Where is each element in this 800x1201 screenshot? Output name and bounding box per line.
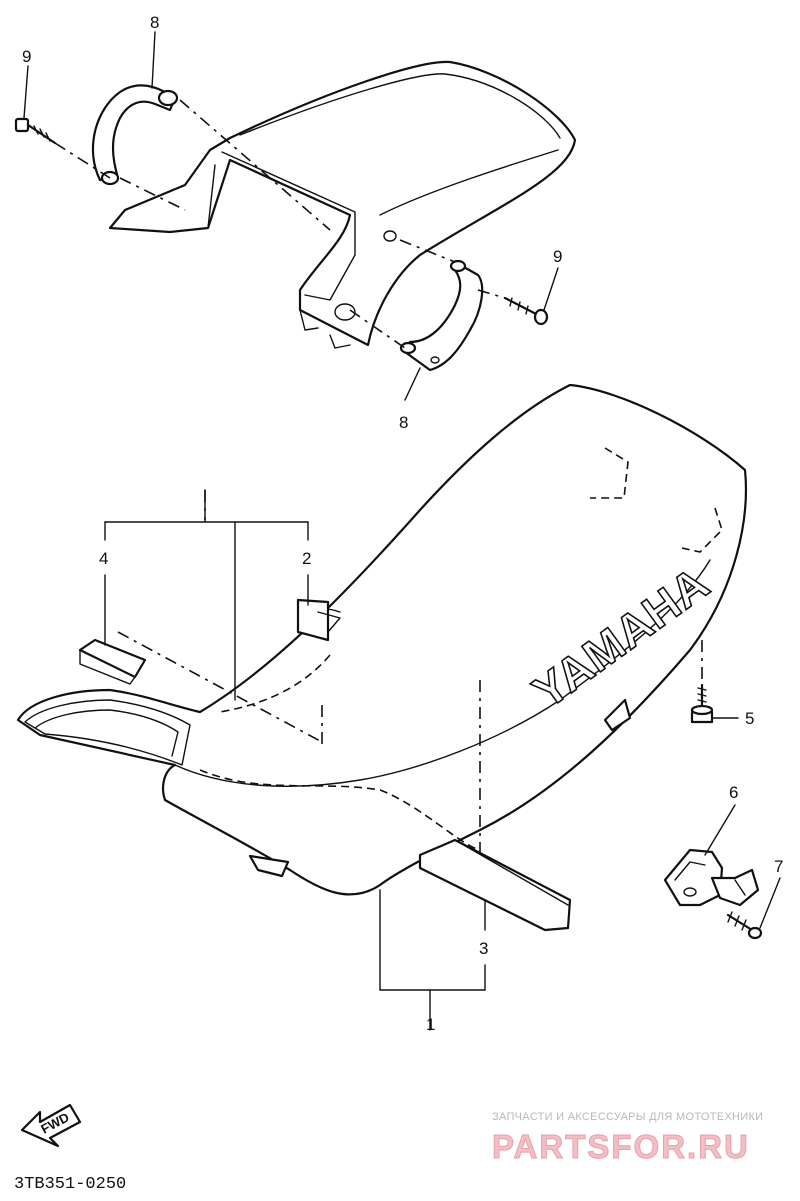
callout-7: 7 — [774, 857, 783, 876]
rear-cowl — [108, 60, 577, 349]
bolt-5 — [690, 683, 714, 724]
callout-3: 3 — [479, 939, 488, 958]
drawing-code: 3TB351-0250 — [14, 1175, 126, 1194]
bolt-right — [503, 296, 549, 326]
callout-4: 4 — [99, 549, 108, 568]
screw-7 — [726, 911, 763, 940]
seat-lock — [663, 848, 760, 907]
bolt-left — [14, 117, 57, 145]
assembly-lines-upper — [54, 99, 506, 349]
seat — [16, 383, 748, 932]
watermark-tagline: ЗАПЧАСТИ И АКСЕССУАРЫ ДЛЯ МОТОТЕХНИКИ — [492, 1111, 763, 1123]
leader-lines — [23, 31, 781, 1031]
callout-9-left: 9 — [22, 47, 31, 66]
callout-8-top: 8 — [150, 13, 159, 32]
grab-bar-left — [91, 84, 179, 186]
pad — [78, 638, 147, 685]
callout-8-bottom: 8 — [399, 413, 408, 432]
callout-5: 5 — [745, 709, 754, 728]
grab-bar-right — [399, 259, 484, 372]
callout-2: 2 — [302, 549, 311, 568]
callout-1: 1 — [426, 1015, 435, 1034]
fwd-arrow-icon: FWD — [20, 1103, 82, 1148]
watermark-site: PARTSFOR.RU — [492, 1128, 750, 1165]
callout-6: 6 — [729, 783, 738, 802]
callout-9-right: 9 — [553, 247, 562, 266]
